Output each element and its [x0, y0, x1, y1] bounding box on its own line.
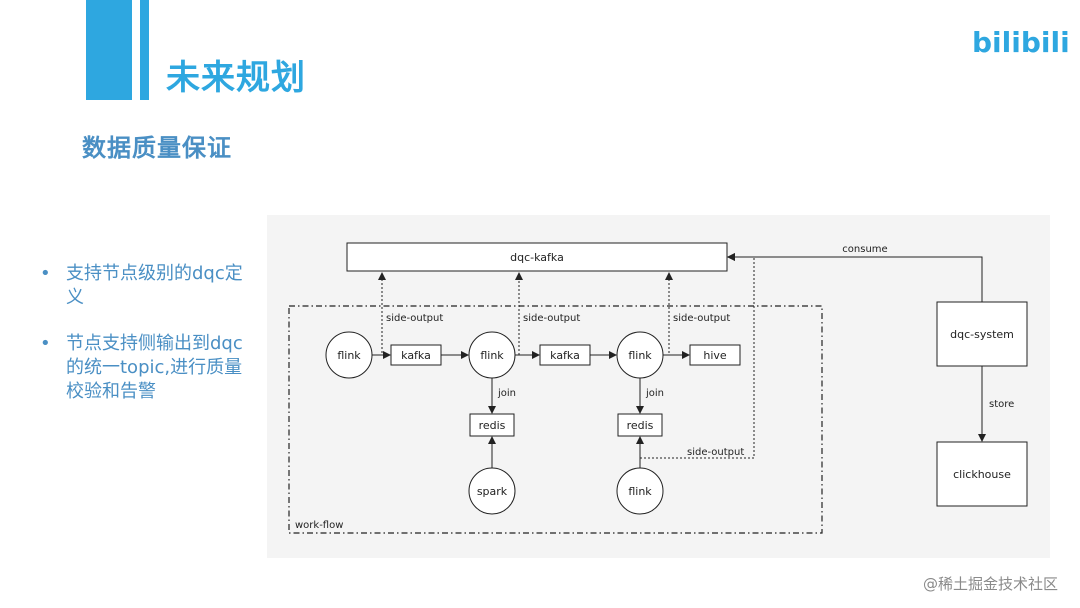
- dqc-architecture-diagram: work-flow dqc-kafka dqc-system clickhous…: [267, 215, 1050, 558]
- redis-label-2: redis: [627, 419, 654, 432]
- accent-bar-narrow: [140, 0, 149, 100]
- accent-bar-wide: [86, 0, 132, 100]
- section-subtitle: 数据质量保证: [82, 134, 232, 162]
- dqc-kafka-label: dqc-kafka: [510, 251, 564, 264]
- work-flow-label: work-flow: [295, 520, 343, 531]
- redis-label-1: redis: [479, 419, 506, 432]
- side-output-label-1: side-output: [386, 313, 443, 324]
- bullet-dot-icon: •: [40, 263, 51, 284]
- work-flow-group: [288, 305, 823, 534]
- join-label-1: join: [497, 388, 516, 399]
- bullet-list: •支持节点级别的dqc定义 •节点支持侧输出到dqc的统一topic,进行质量校…: [38, 262, 258, 426]
- side-output-label-4: side-output: [687, 447, 744, 458]
- flink-label-4: flink: [628, 485, 652, 498]
- store-label: store: [989, 399, 1014, 410]
- dqc-kafka-node: [346, 242, 728, 272]
- flink-label-1: flink: [337, 349, 361, 362]
- page-title: 未来规划: [166, 58, 306, 98]
- kafka-label-2: kafka: [550, 349, 580, 362]
- bullet-item: •支持节点级别的dqc定义: [40, 263, 243, 308]
- spark-label: spark: [477, 485, 508, 498]
- consume-label: consume: [842, 244, 887, 255]
- bilibili-logo-text: bilibili: [972, 26, 1068, 59]
- kafka-label-1: kafka: [401, 349, 431, 362]
- side-output-label-2: side-output: [523, 313, 580, 324]
- join-label-2: join: [645, 388, 664, 399]
- hive-label: hive: [703, 349, 727, 362]
- hive-node: [689, 344, 741, 366]
- bullet-item: •节点支持侧输出到dqc的统一topic,进行质量校验和告警: [40, 333, 243, 402]
- watermark: @稀土掘金技术社区: [922, 575, 1058, 593]
- side-output-label-3: side-output: [673, 313, 730, 324]
- side-output-edge-1: [372, 272, 386, 356]
- flink-label-2: flink: [480, 349, 504, 362]
- side-output-edge-3: [663, 272, 673, 356]
- side-output-edge-4: [640, 253, 755, 459]
- clickhouse-node: [936, 441, 1028, 507]
- bilibili-logo: bilibili: [972, 26, 1068, 59]
- flink-label-3: flink: [628, 349, 652, 362]
- clickhouse-label: clickhouse: [953, 468, 1011, 481]
- dqc-system-label: dqc-system: [950, 328, 1014, 341]
- consume-edge: [727, 253, 983, 302]
- side-output-edge-2: [515, 272, 523, 356]
- bullet-dot-icon: •: [40, 333, 51, 354]
